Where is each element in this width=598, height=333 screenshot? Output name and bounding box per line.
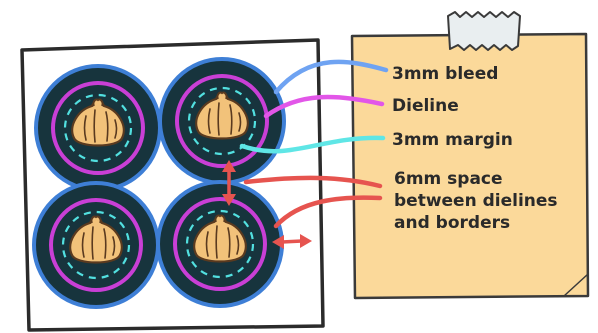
dieline-ring — [51, 81, 145, 175]
margin-ring — [61, 210, 131, 280]
callout-margin — [239, 135, 386, 154]
dieline-ring — [175, 74, 269, 168]
label-dieline: Dieline — [392, 96, 459, 116]
sticker-bottom-left — [32, 181, 160, 309]
label-spacing-line-2: between dielines — [394, 191, 558, 211]
callout-dieline — [263, 94, 385, 119]
dieline-ring — [173, 197, 267, 291]
sticker-top-left — [34, 64, 162, 192]
sticker-bottom-right — [156, 180, 284, 308]
margin-ring — [185, 209, 255, 279]
callout-spacing-lower — [273, 195, 383, 229]
label-bleed: 3mm bleed — [392, 64, 498, 84]
double-arrow-icon — [222, 160, 236, 206]
label-spacing-line-3: and borders — [394, 213, 510, 233]
callout-spacing-upper — [243, 175, 383, 189]
label-spacing-line-1: 6mm space — [394, 169, 503, 189]
double-arrow-icon — [272, 234, 312, 249]
margin-ring — [63, 93, 133, 163]
tape-icon — [447, 11, 521, 51]
label-margin: 3mm margin — [392, 130, 513, 150]
sticker-top-right — [158, 57, 286, 185]
dieline-ring — [49, 198, 143, 292]
margin-ring — [187, 86, 257, 156]
callout-bleed — [273, 59, 389, 95]
